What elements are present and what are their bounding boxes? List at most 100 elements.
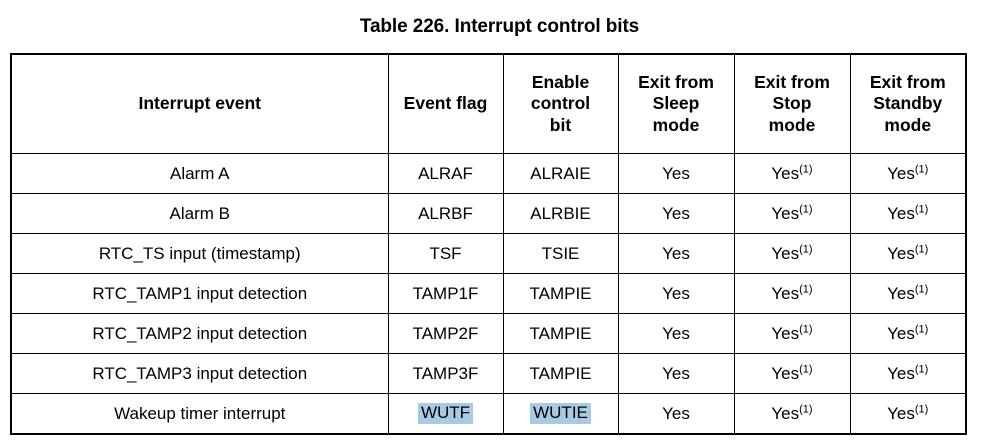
footnote-marker: (1) [799, 202, 813, 215]
column-header-exit-from-stop-mode: Exit from Stop mode [733, 53, 851, 154]
cell-event-flag: ALRAF [387, 153, 504, 194]
table-caption: Table 226. Interrupt control bits [359, 16, 640, 37]
footnote-marker: (1) [914, 162, 929, 175]
cell-exit-from-sleep-mode: Yes [617, 273, 735, 314]
cell-text: ALRAF [418, 163, 473, 183]
cell-text: Yes [771, 323, 800, 343]
cell-text: Yes [887, 403, 915, 423]
table-row: RTC_TAMP1 input detection TAMP1F TAMPIE Yes… [10, 273, 967, 314]
footnote-marker: (1) [914, 362, 929, 375]
cell-exit-from-sleep-mode: Yes [617, 313, 735, 354]
cell-text: ALRBIE [530, 203, 591, 223]
cell-text: TAMP2F [412, 323, 479, 343]
header-line: control [530, 93, 591, 114]
cell-text: WUTIE [530, 403, 591, 424]
cell-text: TAMPIE [529, 283, 592, 303]
cell-enable-control-bit: ALRAIE [502, 153, 619, 194]
cell-text: TSF [429, 243, 462, 263]
cell-text: TSIE [541, 243, 580, 263]
cell-text: Yes [771, 363, 800, 383]
footnote-marker: (1) [914, 282, 929, 295]
cell-text: Yes [771, 283, 800, 303]
cell-interrupt-event: RTC_TAMP2 input detection [10, 313, 389, 354]
cell-exit-from-sleep-mode: Yes [617, 393, 735, 435]
cell-text: Yes [662, 243, 690, 263]
cell-event-flag: TAMP3F [387, 353, 504, 394]
cell-exit-from-stop-mode: Yes(1) [733, 393, 851, 435]
cell-exit-from-standby-mode: Yes(1) [849, 393, 967, 435]
cell-text: Yes [887, 363, 915, 383]
footnote-marker: (1) [914, 322, 929, 335]
cell-exit-from-standby-mode: Yes(1) [849, 153, 967, 194]
cell-interrupt-event: RTC_TAMP3 input detection [10, 353, 389, 394]
cell-text: Yes [887, 203, 915, 223]
header-line: Sleep [652, 93, 700, 114]
footnote-marker: (1) [914, 242, 929, 255]
cell-text: Yes [771, 163, 800, 183]
footnote-marker: (1) [799, 322, 813, 335]
cell-interrupt-event: Alarm A [10, 153, 389, 194]
cell-event-flag: TAMP2F [387, 313, 504, 354]
column-header-exit-from-sleep-mode: Exit from Sleep mode [617, 53, 735, 154]
cell-text: TAMPIE [529, 323, 592, 343]
cell-enable-control-bit: TAMPIE [502, 313, 619, 354]
cell-text: Yes [887, 323, 915, 343]
cell-exit-from-standby-mode: Yes(1) [849, 193, 967, 234]
cell-exit-from-standby-mode: Yes(1) [849, 353, 967, 394]
column-header-event: Interrupt event [10, 53, 389, 154]
cell-exit-from-sleep-mode: Yes [617, 193, 735, 234]
cell-text: ALRBF [418, 203, 473, 223]
header-line: Standby [873, 93, 943, 114]
cell-text: TAMPIE [529, 363, 592, 383]
header-line: Exit from [638, 71, 714, 92]
table-header: Interrupt event Event flag Enable contro… [10, 53, 967, 154]
cell-text: Yes [887, 283, 915, 303]
header-line: bit [549, 114, 572, 135]
cell-interrupt-event: Wakeup timer interrupt [10, 393, 389, 435]
cell-text: Yes [887, 163, 915, 183]
cell-text: RTC_TAMP1 input detection [92, 283, 308, 303]
column-header-enable-control-bit: Enable control bit [502, 53, 619, 154]
cell-text: Wakeup timer interrupt [114, 403, 286, 423]
cell-exit-from-sleep-mode: Yes [617, 353, 735, 394]
cell-exit-from-stop-mode: Yes(1) [733, 273, 851, 314]
cell-exit-from-standby-mode: Yes(1) [849, 313, 967, 354]
cell-interrupt-event: RTC_TAMP1 input detection [10, 273, 389, 314]
header-line: mode [768, 114, 816, 135]
cell-text: Yes [662, 323, 690, 343]
cell-interrupt-event: Alarm B [10, 193, 389, 234]
cell-event-flag: TAMP1F [387, 273, 504, 314]
cell-event-flag: WUTF [387, 393, 504, 435]
footnote-marker: (1) [799, 362, 813, 375]
cell-text: RTC_TAMP3 input detection [92, 363, 308, 383]
cell-enable-control-bit: TAMPIE [502, 353, 619, 394]
cell-exit-from-sleep-mode: Yes [617, 233, 735, 274]
cell-text: Yes [662, 203, 690, 223]
cell-interrupt-event: RTC_TS input (timestamp) [10, 233, 389, 274]
column-header-event-flag: Event flag [387, 53, 504, 154]
header-line: Event flag [403, 93, 488, 114]
cell-text: WUTF [417, 403, 474, 424]
footnote-marker: (1) [799, 282, 813, 295]
cell-text: Yes [771, 203, 800, 223]
header-line: Exit from [754, 71, 830, 92]
cell-text: TAMP3F [412, 363, 479, 383]
cell-text: Yes [662, 363, 690, 383]
column-header-exit-from-standby-mode: Exit from Standby mode [849, 53, 967, 154]
cell-text: ALRAIE [530, 163, 591, 183]
cell-text: Yes [662, 283, 690, 303]
cell-exit-from-standby-mode: Yes(1) [849, 233, 967, 274]
header-line: Exit from [869, 71, 946, 92]
cell-event-flag: TSF [387, 233, 504, 274]
cell-text: Alarm B [169, 203, 230, 223]
footnote-marker: (1) [914, 202, 929, 215]
cell-exit-from-sleep-mode: Yes [617, 153, 735, 194]
cell-text: TAMP1F [412, 283, 479, 303]
cell-enable-control-bit: ALRBIE [502, 193, 619, 234]
cell-text: Alarm A [169, 163, 230, 183]
